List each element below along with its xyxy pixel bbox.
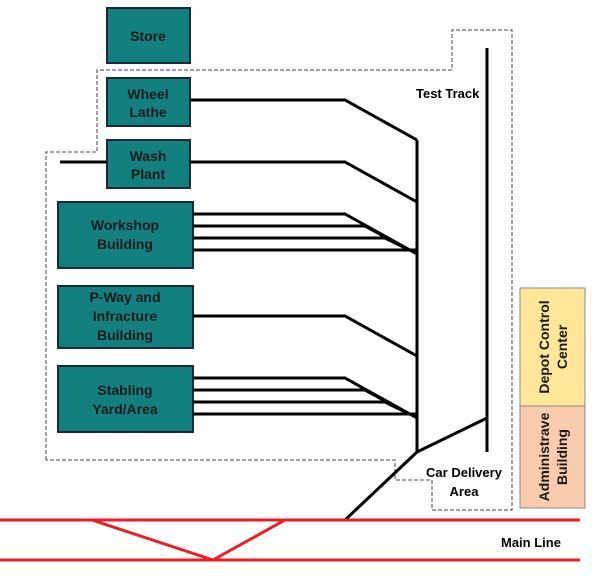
workshop-track-3 (193, 236, 400, 247)
car-delivery-label-line1: Car Delivery (426, 465, 503, 480)
store-building: Store (106, 7, 191, 64)
administrative-building: Administrave Building (519, 405, 586, 509)
main-line-label: Main Line (501, 535, 561, 550)
depot-boundary (45, 29, 513, 511)
wheel-lathe-track (190, 98, 418, 142)
admin-label-line2: Building (554, 429, 570, 485)
store-label: Store (130, 28, 166, 44)
car-delivery-label-line2: Area (450, 484, 480, 499)
pway-label-line3: Building (97, 327, 153, 343)
stabling-track-1 (193, 376, 418, 420)
pway-track (193, 314, 418, 358)
wash-plant-track (190, 160, 418, 204)
stabling-label-line1: Stabling (97, 382, 152, 398)
depot-tracks (60, 48, 489, 522)
stabling-yard-building: Stabling Yard/Area (57, 365, 194, 433)
workshop-label-line2: Building (97, 236, 153, 252)
wheel-lathe-label-line1: Wheel (127, 86, 168, 102)
workshop-building: Workshop Building (57, 201, 194, 269)
car-delivery-track (416, 416, 488, 454)
wash-plant-building: Wash Plant (106, 139, 191, 189)
depot-control-center: Depot Control Center (519, 287, 586, 407)
pway-label-line1: P-Way and (89, 289, 160, 305)
pway-building: P-Way and Infracture Building (57, 285, 194, 349)
stabling-label-line2: Yard/Area (92, 401, 158, 417)
workshop-track-1 (193, 212, 418, 256)
pway-label-line2: Infracture (93, 308, 158, 324)
wash-plant-label-line1: Wash (130, 148, 167, 164)
workshop-label-line1: Workshop (91, 217, 159, 233)
main-line-tracks (0, 518, 580, 562)
wash-plant-label-line2: Plant (131, 166, 166, 182)
depot-control-label-line2: Center (554, 324, 570, 369)
depot-control-label-line1: Depot Control (536, 300, 552, 393)
admin-label-line1: Administrave (536, 412, 552, 501)
wheel-lathe-label-line2: Lathe (129, 104, 167, 120)
main-line-connector (343, 450, 419, 522)
test-track-label: Test Track (416, 86, 480, 101)
wheel-lathe-building: Wheel Lathe (106, 77, 191, 127)
stabling-track-3 (193, 400, 400, 411)
